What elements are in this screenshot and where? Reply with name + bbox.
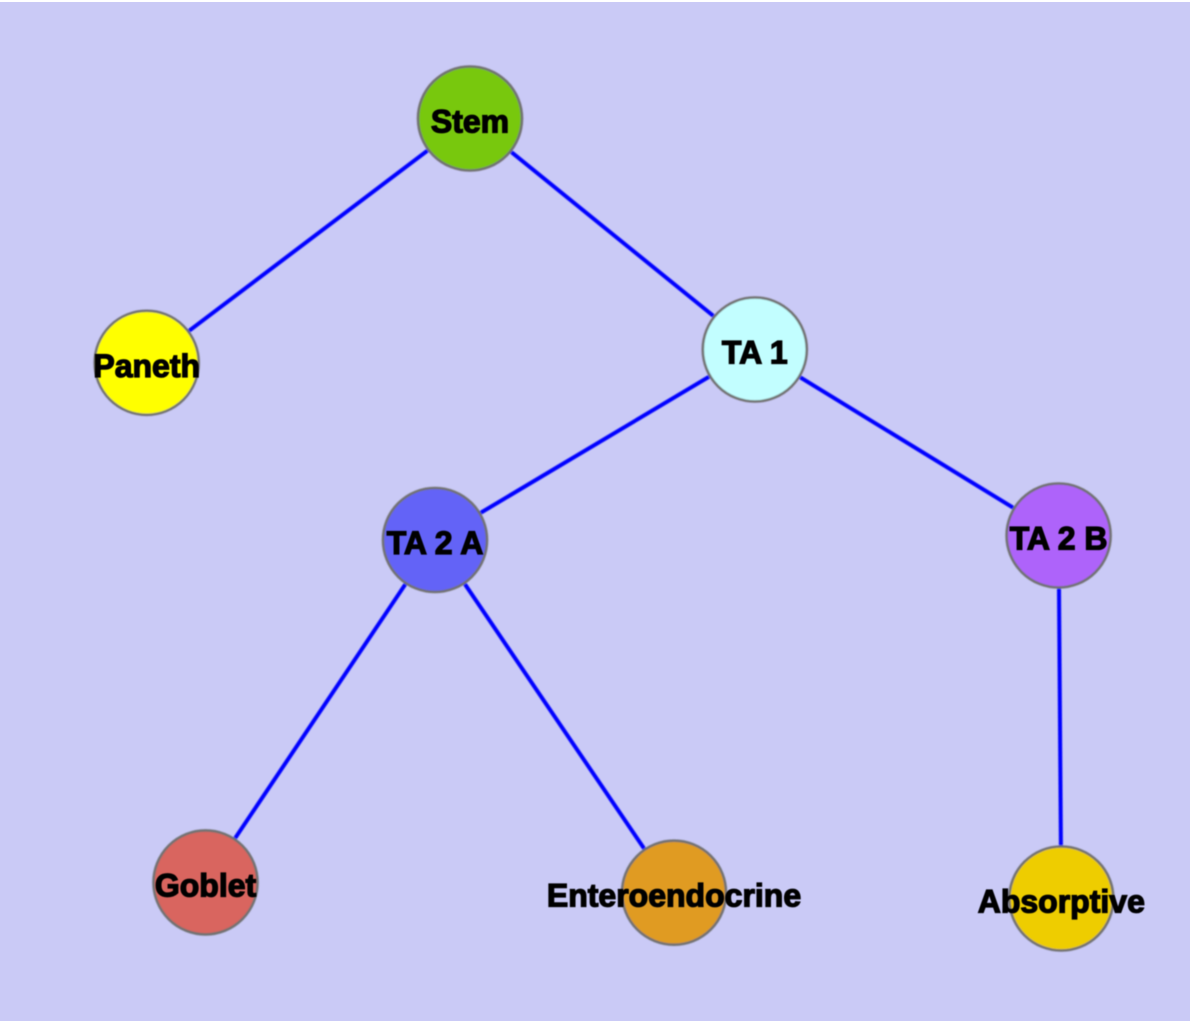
svg-text:Goblet: Goblet: [155, 867, 257, 903]
svg-text:Absorptive: Absorptive: [978, 884, 1145, 920]
svg-text:TA 1: TA 1: [722, 335, 788, 371]
svg-text:TA 2 B: TA 2 B: [1010, 521, 1108, 557]
svg-text:Paneth: Paneth: [93, 348, 200, 384]
svg-text:Stem: Stem: [431, 104, 509, 140]
svg-text:TA 2 A: TA 2 A: [387, 525, 484, 561]
svg-text:Enteroendocrine: Enteroendocrine: [547, 878, 801, 914]
